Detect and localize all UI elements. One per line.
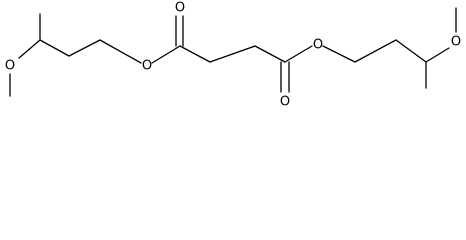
chemical-structure: O O O O O O — [5, 1, 461, 110]
oxygen-ester-left-label: O — [142, 59, 152, 74]
bond-right-oester-c1 — [322, 45, 356, 63]
bond-ch2-right-ccarbonyl — [254, 45, 286, 63]
bond-right-c2-c3 — [395, 39, 427, 63]
oxygen-methoxy-left-label: O — [5, 59, 15, 74]
bond-ccarbonyl-ch2-left — [179, 45, 211, 63]
bond-left-c3-c2 — [39, 39, 70, 57]
bond-right-c1-c2 — [354, 39, 397, 63]
bond-left-c2-c1 — [68, 39, 101, 57]
oxygen-carbonyl-left-label: O — [175, 1, 185, 16]
oxygen-ester-right-label: O — [313, 38, 323, 53]
oxygen-methoxy-right-label: O — [451, 35, 461, 50]
bond-left-c1-oester — [99, 39, 142, 64]
oxygen-carbonyl-right-label: O — [280, 95, 290, 110]
bond-left-c3-omethoxy — [18, 39, 41, 59]
bond-right-c3-omethoxy — [425, 47, 450, 63]
bond-ch2-ch2 — [209, 45, 256, 63]
bond-right-ccarbonyl-oester — [284, 45, 313, 63]
bond-left-oester-ccarbonyl — [151, 45, 181, 64]
